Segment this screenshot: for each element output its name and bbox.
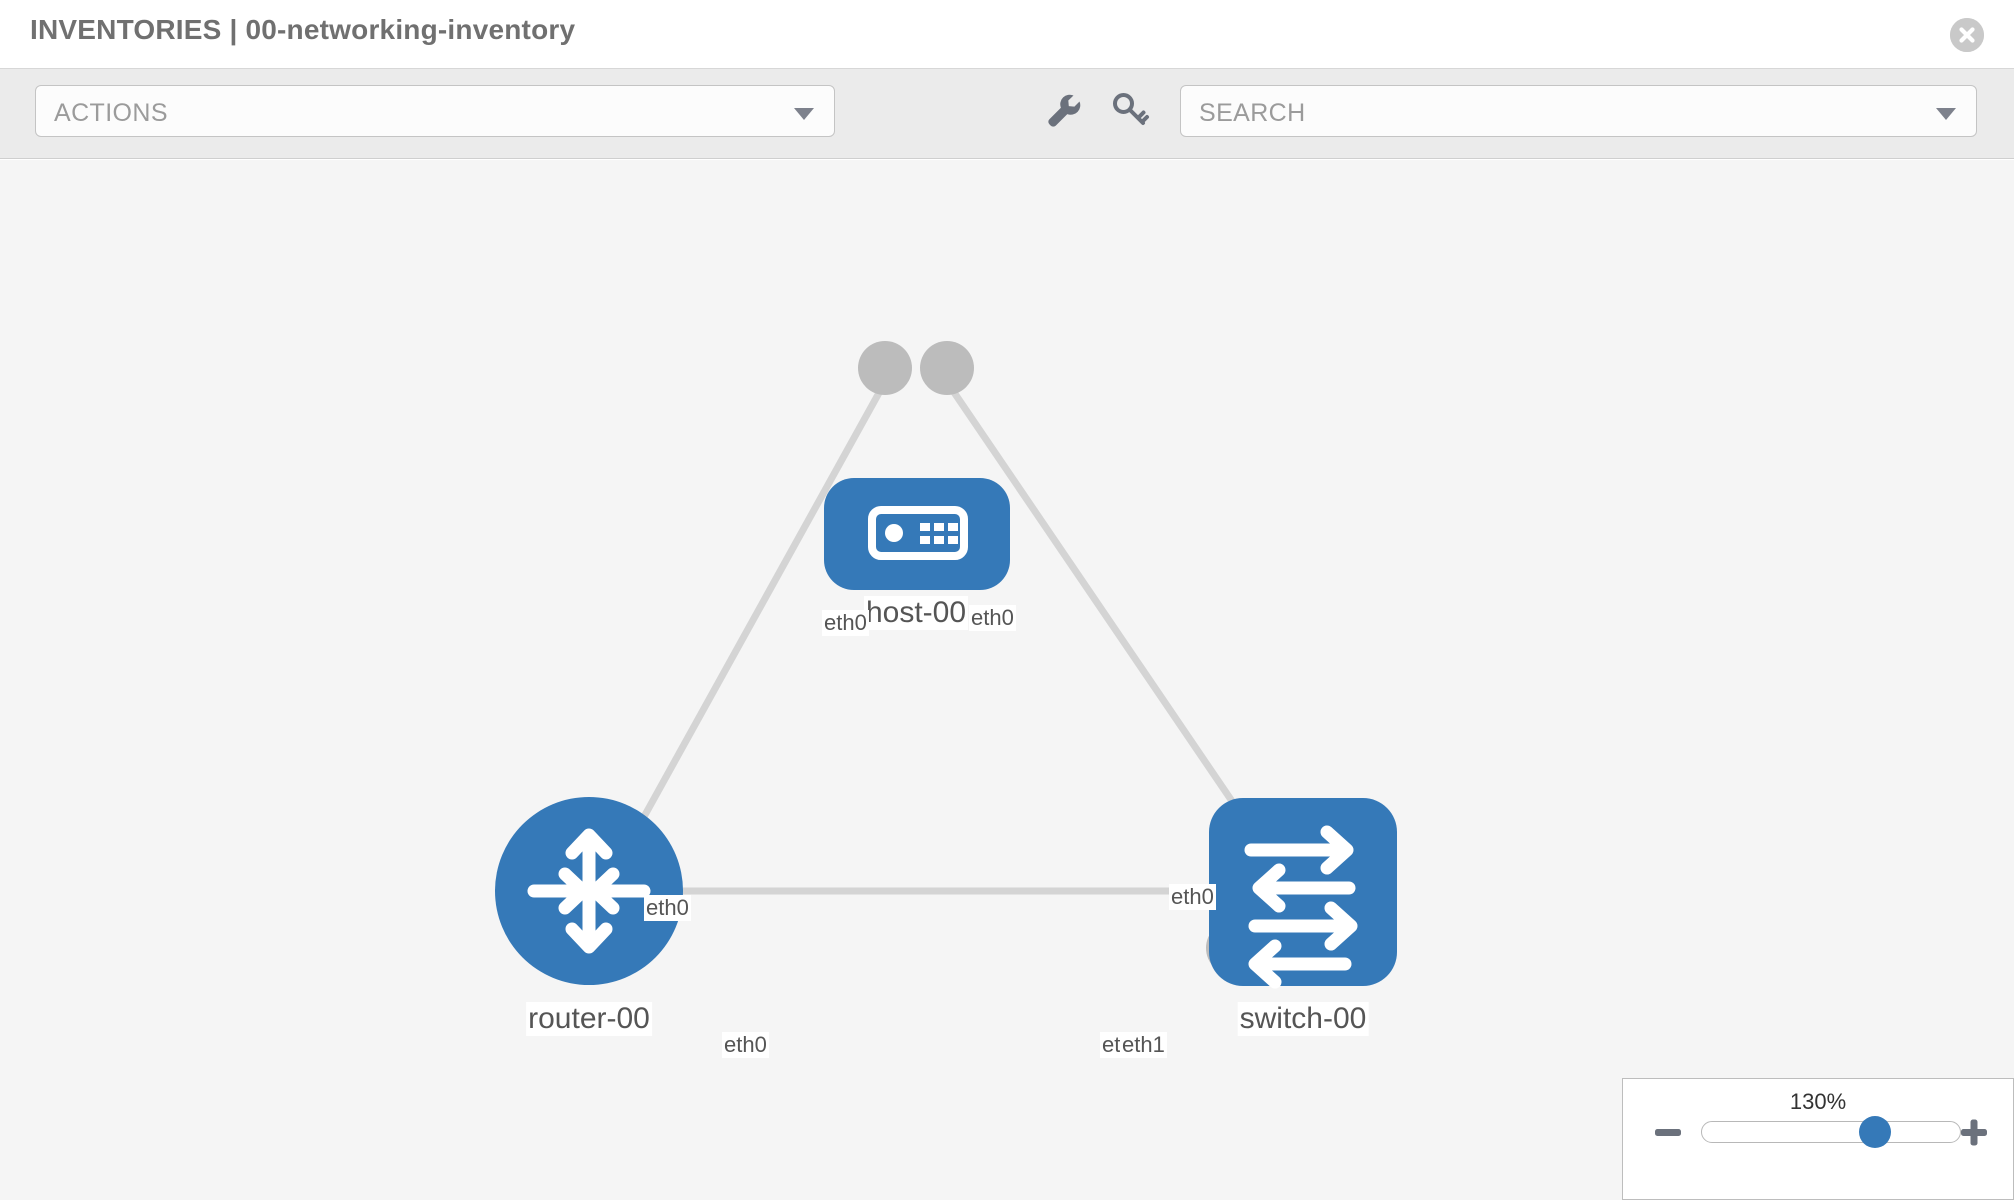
iface-label-switch-to-router: eth1 [1120, 1032, 1167, 1058]
zoom-level-value: 130% [1789, 1089, 1847, 1114]
four-arrows-icon [527, 828, 651, 954]
iface-label-router-to-switch: eth0 [722, 1032, 769, 1058]
chevron-down-icon [1936, 108, 1956, 120]
plus-icon [1961, 1119, 1987, 1146]
wrench-button[interactable] [1040, 88, 1086, 134]
node-label-router-00: router-00 [526, 1002, 652, 1036]
topology-graph [495, 341, 1397, 989]
wrench-icon [1048, 94, 1081, 127]
minus-icon [1655, 1129, 1681, 1136]
key-button[interactable] [1107, 88, 1153, 134]
node-router-00[interactable] [495, 797, 683, 985]
server-icon [868, 506, 968, 560]
actions-dropdown-label: ACTIONS [54, 99, 168, 127]
close-button[interactable] [1950, 18, 1984, 52]
node-label-host-00: host-00 [863, 596, 969, 630]
stub-host-eth0-right[interactable] [920, 341, 974, 395]
chevron-down-icon [794, 108, 814, 120]
link-host-switch[interactable] [944, 380, 1275, 862]
zoom-slider-thumb[interactable] [1858, 1116, 1891, 1148]
zoom-out-button[interactable] [1651, 1115, 1685, 1149]
zoom-in-button[interactable] [1957, 1115, 1991, 1149]
key-icon [1113, 93, 1149, 125]
swap-arrows-icon [1244, 825, 1358, 989]
close-circle-icon [1950, 18, 1984, 52]
zoom-slider-track[interactable] [1701, 1116, 1961, 1148]
iface-label-switch-to-host: eth0 [1169, 884, 1216, 910]
page-title: INVENTORIES | 00-networking-inventory [30, 14, 576, 45]
page-header: INVENTORIES | 00-networking-inventory [0, 0, 2014, 69]
node-host-00[interactable] [824, 478, 1010, 590]
iface-label-router-to-host: eth0 [644, 895, 691, 921]
search-input[interactable]: SEARCH [1180, 85, 1977, 137]
node-label-switch-00: switch-00 [1237, 1002, 1369, 1036]
link-host-router[interactable] [616, 380, 889, 862]
zoom-control-panel: 130% [1622, 1078, 2014, 1200]
topology-canvas[interactable]: host-00 router-00 switch-00 eth0 eth0 et… [0, 160, 2014, 1200]
link-layer [616, 380, 1275, 895]
iface-label-host-to-router: eth0 [822, 610, 869, 636]
iface-label-host-to-switch: eth0 [969, 605, 1016, 631]
node-switch-00[interactable] [1209, 798, 1397, 989]
search-placeholder: SEARCH [1199, 99, 1306, 127]
actions-dropdown[interactable]: ACTIONS [35, 85, 835, 137]
stub-host-eth0-left[interactable] [858, 341, 912, 395]
interface-stub-layer [609, 341, 1283, 975]
